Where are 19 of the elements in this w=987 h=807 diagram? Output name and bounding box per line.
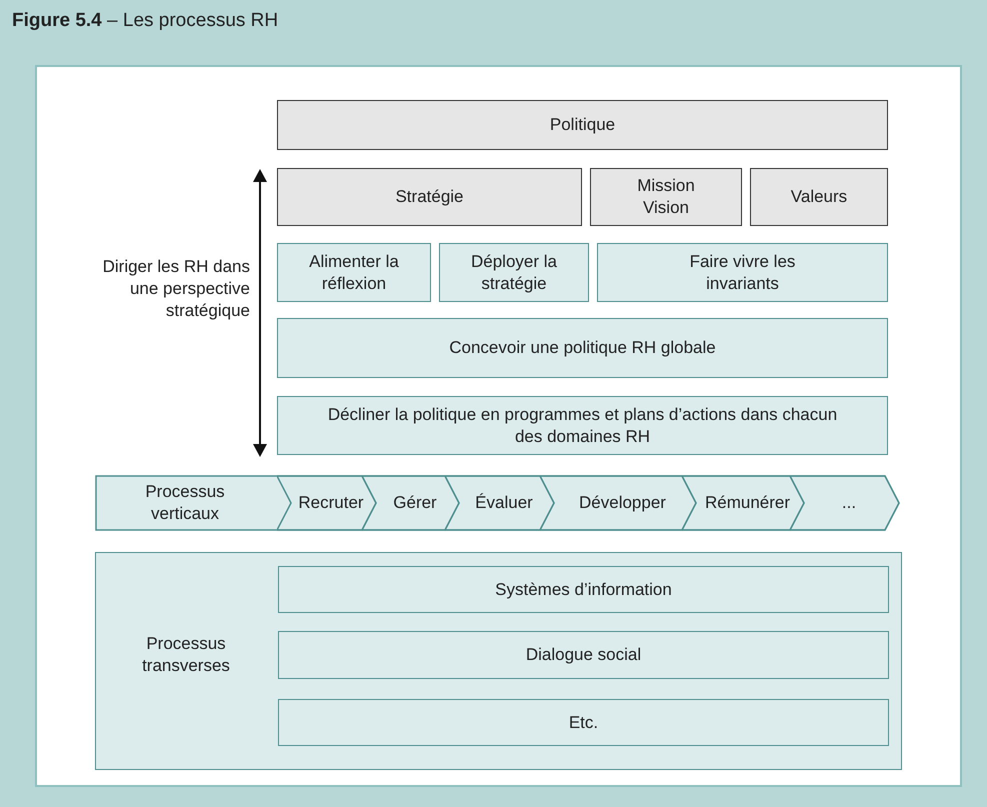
band-label: Processus verticaux (144, 481, 226, 525)
process-box: Concevoir une politique RH globale (277, 318, 888, 378)
process-band (95, 552, 902, 770)
process-box: Systèmes d’information (278, 566, 889, 613)
process-box: Alimenter la réflexion (277, 243, 431, 302)
process-box: Déployer la stratégie (439, 243, 589, 302)
chevron-step: ... (790, 475, 900, 531)
layer-box: Stratégie (277, 168, 582, 226)
process-box: Dialogue social (278, 631, 889, 679)
figure-title: Figure 5.4 – Les processus RH (12, 10, 278, 32)
process-box: Décliner la politique en programmes et plans d’actions dans chacun des domaines RH (277, 396, 888, 455)
process-box: Etc. (278, 699, 889, 746)
layer-box: Valeurs (750, 168, 888, 226)
process-band (95, 475, 900, 531)
layer-box: Mission Vision (590, 168, 742, 226)
layer-box: Politique (277, 100, 888, 150)
process-box: Faire vivre les invariants (597, 243, 888, 302)
band-label: Processus transverses (141, 633, 231, 677)
side-label: Diriger les RH dans une perspective stratégique (102, 256, 250, 322)
